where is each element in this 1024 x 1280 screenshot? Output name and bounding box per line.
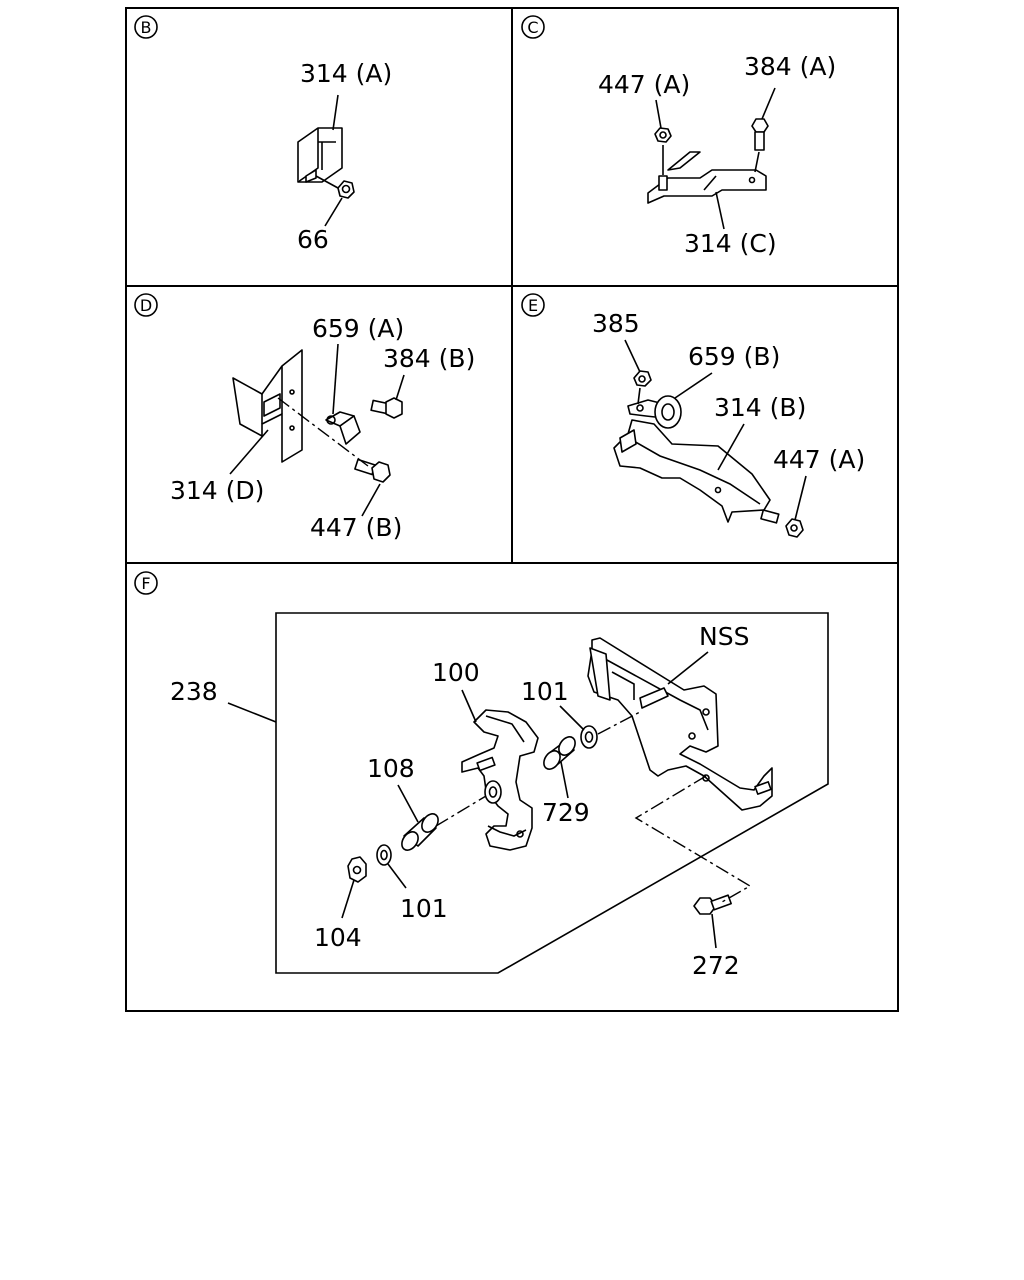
leader-238: [227, 702, 277, 723]
assembly-238-boundary: [275, 612, 829, 974]
label-447b: 447 (B): [310, 513, 402, 542]
panel-f-marker: F: [134, 571, 158, 595]
panel-e-letter: E: [528, 296, 538, 315]
leader-447b: [361, 483, 381, 517]
leader-314a: [332, 94, 339, 131]
label-385: 385: [592, 309, 640, 338]
panel-c-marker: C: [521, 15, 545, 39]
panel-d: D 659 (A) 384 (B) 314 (D) 44: [134, 293, 475, 542]
nut-447a: [654, 127, 672, 191]
leader-101-upper: [559, 705, 585, 731]
panel-grid: [125, 7, 899, 1012]
axis-108-lever: [435, 795, 487, 827]
leader-66: [324, 197, 343, 227]
nut-385: [633, 370, 652, 405]
label-101-upper: 101: [521, 677, 569, 706]
panel-d-marker: D: [134, 293, 158, 317]
leader-314d: [229, 429, 269, 475]
panel-f: F: [134, 571, 829, 980]
label-66: 66: [297, 225, 329, 254]
clip-659b: [627, 395, 682, 429]
label-nss: NSS: [699, 622, 749, 651]
bolt-447b: [354, 458, 391, 483]
panel-b: B 314 (A) 66: [134, 15, 392, 254]
leader-100: [461, 689, 477, 723]
panel-c: C 447 (A) 384 (A) 314 (C): [521, 15, 836, 258]
leader-729: [560, 761, 569, 799]
label-101-lower: 101: [400, 894, 448, 923]
leader-385: [624, 339, 641, 373]
panel-e: E 385 659 (B) 314 (B) 447: [521, 293, 865, 538]
bushing-729: [543, 736, 576, 770]
bracket-314c: [647, 151, 767, 204]
label-104: 104: [314, 923, 362, 952]
leader-447a: [655, 99, 662, 129]
panel-c-letter: C: [527, 18, 538, 37]
panel-f-letter: F: [141, 574, 150, 593]
leader-314c: [715, 191, 725, 230]
bolt-272: [693, 894, 732, 915]
clip-659a: [325, 411, 361, 445]
panel-b-marker: B: [134, 15, 158, 39]
label-314b: 314 (B): [714, 393, 806, 422]
leader-384a: [761, 87, 776, 120]
label-729: 729: [542, 798, 590, 827]
washer-101-upper: [580, 725, 598, 749]
nut-104: [347, 856, 367, 883]
washer-101-lower: [376, 844, 392, 866]
leader-659b: [674, 372, 713, 399]
leader-nss: [667, 651, 709, 685]
leader-108: [397, 784, 419, 823]
nut-66: [315, 175, 355, 199]
leader-447a-e: [794, 475, 807, 521]
label-314d: 314 (D): [170, 476, 264, 505]
nut-447a-e: [760, 509, 804, 538]
label-659b: 659 (B): [688, 342, 780, 371]
leader-384b: [395, 374, 405, 401]
label-314a: 314 (A): [300, 59, 392, 88]
leader-314b: [717, 423, 745, 471]
label-447a: 447 (A): [598, 70, 690, 99]
bracket-314b: [613, 419, 771, 523]
leader-272: [711, 913, 717, 949]
panel-e-marker: E: [521, 293, 545, 317]
assembly-axis-d: [277, 397, 369, 467]
label-447a-e: 447 (A): [773, 445, 865, 474]
label-659a: 659 (A): [312, 314, 404, 343]
axis-bolt-272: [634, 775, 752, 903]
panel-d-letter: D: [140, 296, 152, 315]
leader-101-lower: [387, 863, 407, 889]
leader-104: [341, 879, 355, 919]
bushing-108: [401, 813, 439, 851]
axis-washer-nss: [597, 711, 641, 735]
label-100: 100: [432, 658, 480, 687]
label-314c: 314 (C): [684, 229, 777, 258]
label-272: 272: [692, 951, 740, 980]
bolt-384a: [751, 118, 769, 173]
bolt-384b: [370, 397, 403, 419]
label-108: 108: [367, 754, 415, 783]
label-384a: 384 (A): [744, 52, 836, 81]
bracket-nss: [587, 637, 773, 811]
label-384b: 384 (B): [383, 344, 475, 373]
bracket-314a: [297, 127, 343, 183]
label-238: 238: [170, 677, 218, 706]
lever-100: [461, 709, 539, 851]
bracket-314d: [232, 349, 303, 463]
panel-b-letter: B: [141, 18, 152, 37]
leader-659a: [332, 343, 339, 415]
